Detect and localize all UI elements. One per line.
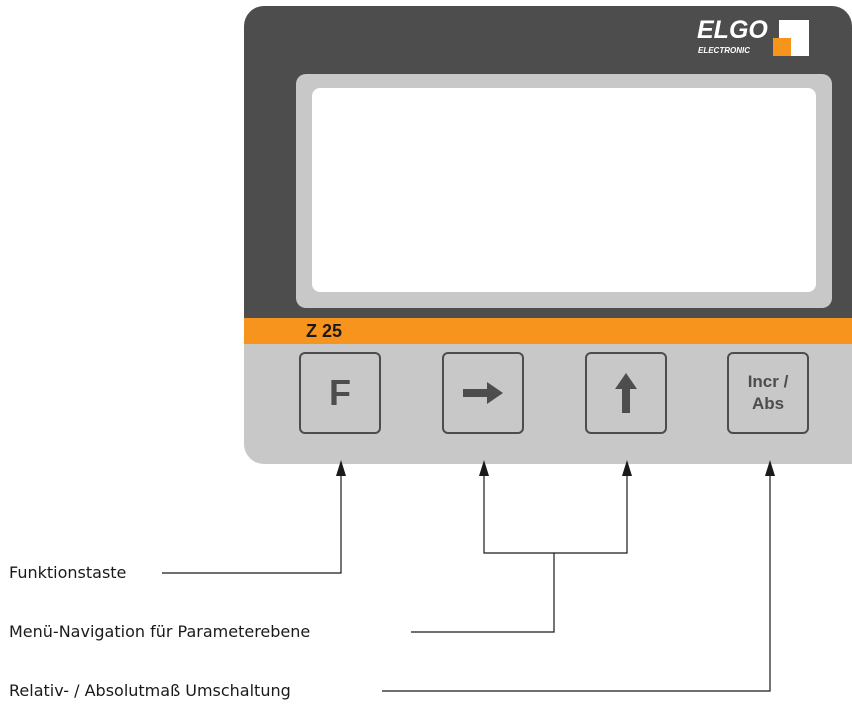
incr-abs-label-line2: Abs [751, 394, 785, 413]
model-strip [244, 318, 852, 344]
callout-function-key: Funktionstaste [9, 563, 127, 582]
arrow-up-key-button[interactable] [585, 352, 667, 434]
incr-abs-key-button[interactable]: Incr / Abs [727, 352, 809, 434]
arrowhead-right [479, 460, 489, 476]
incr-abs-label-line1: Incr / [747, 372, 789, 391]
arrowhead-function [336, 460, 346, 476]
display-screen [312, 88, 816, 292]
function-key-button[interactable]: F [299, 352, 381, 434]
arrowhead-incr [765, 460, 775, 476]
callout-line-function [162, 474, 342, 574]
arrow-up-icon [615, 373, 637, 413]
arrowhead-up [622, 460, 632, 476]
arrow-right-key-button[interactable] [442, 352, 524, 434]
logo-brand-sub: ELECTRONIC [698, 46, 750, 55]
function-key-label: F [329, 372, 351, 413]
callout-line-menu [411, 553, 555, 633]
logo-square-orange [773, 38, 791, 56]
elgo-logo: ELGO ELECTRONIC [697, 16, 815, 58]
arrow-right-icon [463, 382, 503, 404]
model-label: Z 25 [306, 321, 343, 341]
callout-line-menu-right [483, 474, 628, 554]
callout-relative-absolute: Relativ- / Absolutmaß Umschaltung [9, 681, 291, 700]
callout-line-relabs [382, 474, 771, 692]
logo-brand: ELGO [697, 16, 768, 44]
callout-menu-navigation: Menü-Navigation für Parameterebene [9, 622, 311, 641]
